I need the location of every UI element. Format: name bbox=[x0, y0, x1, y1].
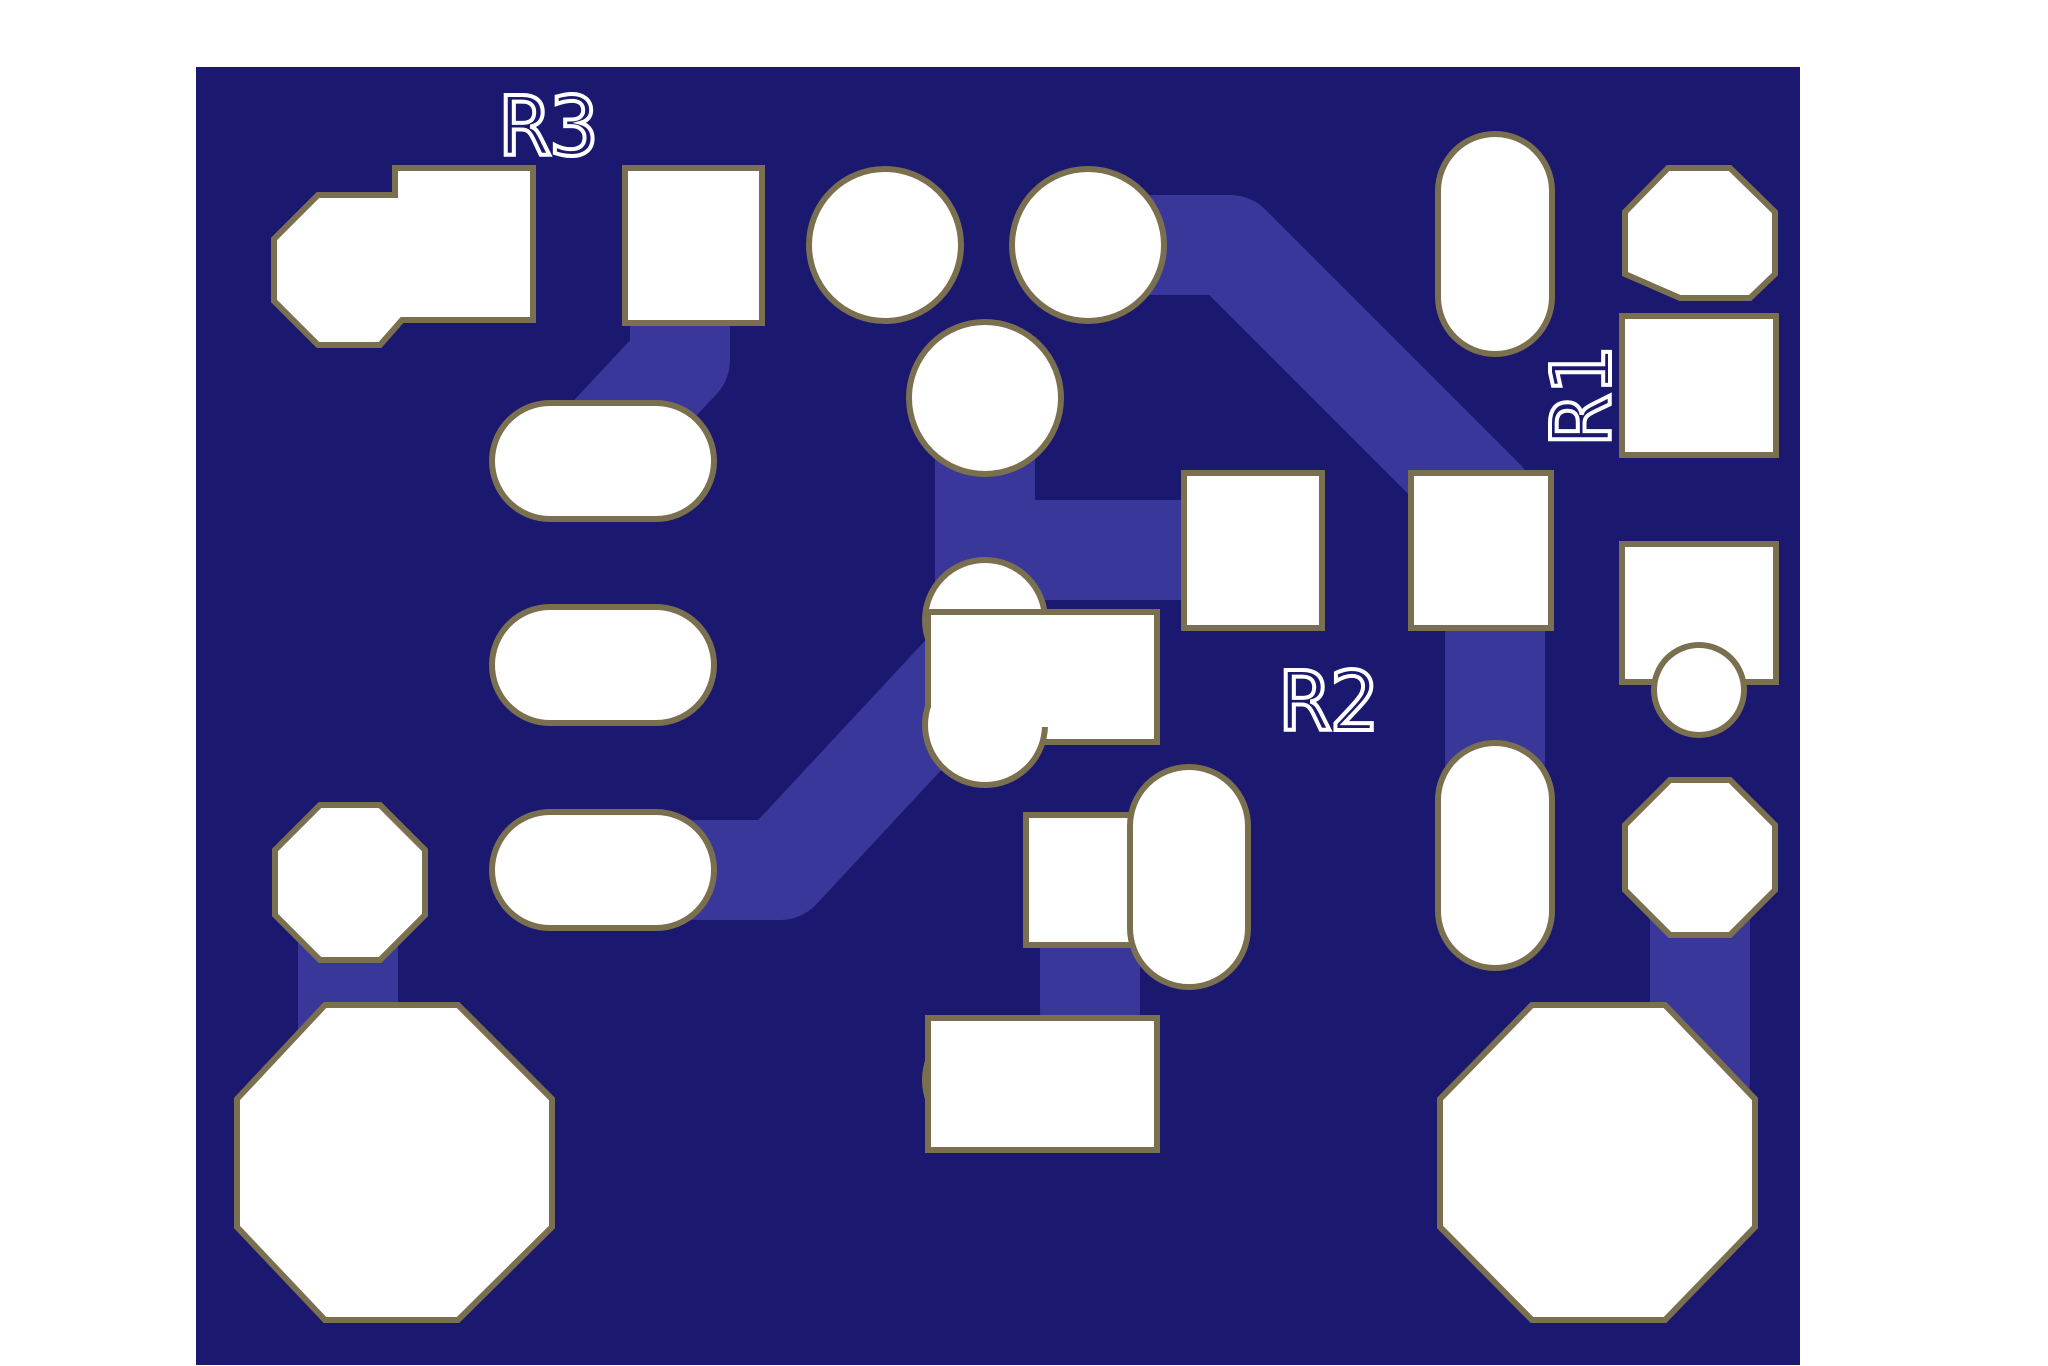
round-pad-1 bbox=[806, 166, 964, 324]
r2-pad-1 bbox=[1181, 470, 1325, 631]
octagon-pad-small-left bbox=[272, 802, 428, 963]
oblong-pad-vertical-1 bbox=[1435, 131, 1555, 357]
r1-pad-lower-round bbox=[1651, 642, 1747, 738]
r2-pad-2 bbox=[1408, 470, 1554, 631]
r3-pad-1 bbox=[271, 165, 536, 348]
octagon-pad-small-right bbox=[1622, 777, 1778, 938]
r1-label: R1 bbox=[1535, 346, 1630, 445]
round-pad-3 bbox=[906, 319, 1064, 477]
mounting-pad-left bbox=[234, 1002, 555, 1323]
bottom-pad-fill bbox=[931, 1021, 1031, 1147]
oblong-pad-vertical-2 bbox=[1435, 740, 1555, 971]
oblong-pad-2 bbox=[489, 604, 717, 726]
lower-oblong-pad bbox=[1127, 764, 1251, 990]
silkscreen: R3 R2 R1 bbox=[498, 78, 1632, 752]
round-pad-2 bbox=[1009, 166, 1167, 324]
center-pad-fill bbox=[931, 615, 1054, 727]
r3-label: R3 bbox=[500, 80, 599, 175]
pads bbox=[234, 131, 1779, 1323]
r1-pad-square bbox=[1619, 313, 1779, 458]
r1-pad-top bbox=[1622, 165, 1778, 301]
r2-label: R2 bbox=[1280, 655, 1379, 750]
mounting-pad-right bbox=[1437, 1002, 1758, 1323]
r3-pad-2 bbox=[622, 165, 765, 326]
oblong-pad-3 bbox=[489, 809, 717, 931]
oblong-pad-1 bbox=[489, 400, 717, 522]
